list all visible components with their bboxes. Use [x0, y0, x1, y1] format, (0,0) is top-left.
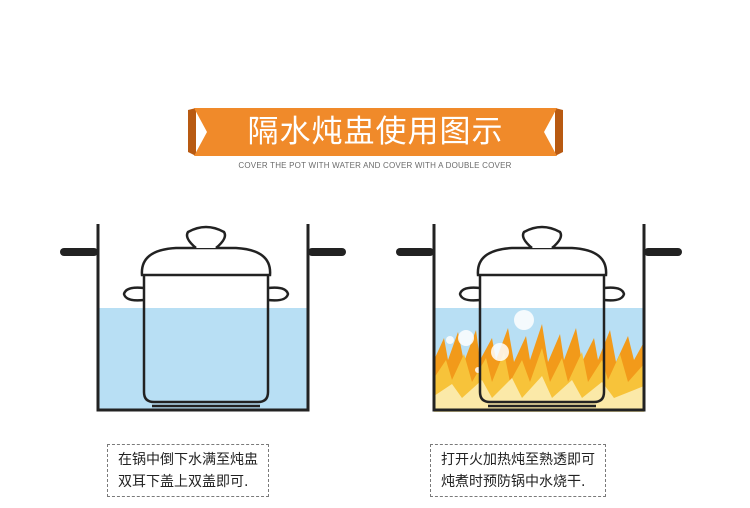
- stew-pot: [122, 225, 290, 408]
- bubbles: [446, 310, 534, 373]
- page-title: 隔水炖盅使用图示: [247, 114, 504, 150]
- page-subtitle: COVER THE POT WITH WATER AND COVER WITH …: [238, 161, 512, 170]
- banner-shape: [188, 108, 563, 156]
- stew-pot: [458, 225, 626, 408]
- caption-line: 打开火加热炖至熟透即可: [441, 452, 595, 468]
- pot-illustration: [60, 224, 346, 412]
- pot-with-fire-illustration: [396, 224, 682, 412]
- scene-heat-stew: [392, 220, 692, 420]
- outer-pot-handle-left: [396, 248, 434, 256]
- outer-pot-handle-left: [60, 248, 98, 256]
- caption-line: 炖煮时预防锅中水烧干.: [441, 474, 586, 490]
- caption-line: 在锅中倒下水满至炖盅: [118, 452, 258, 468]
- water: [98, 308, 308, 410]
- scene-fill-water: [56, 220, 356, 420]
- outer-pot-handle-right: [308, 248, 346, 256]
- outer-pot: [96, 224, 310, 412]
- caption-heat-stew: 打开火加热炖至熟透即可 炖煮时预防锅中水烧干.: [430, 444, 606, 497]
- title-banner: 隔水炖盅使用图示: [188, 108, 563, 160]
- caption-fill-water: 在锅中倒下水满至炖盅 双耳下盖上双盖即可.: [107, 444, 269, 497]
- outer-pot-handle-right: [644, 248, 682, 256]
- caption-line: 双耳下盖上双盖即可.: [118, 474, 249, 490]
- outer-pot: [432, 224, 646, 412]
